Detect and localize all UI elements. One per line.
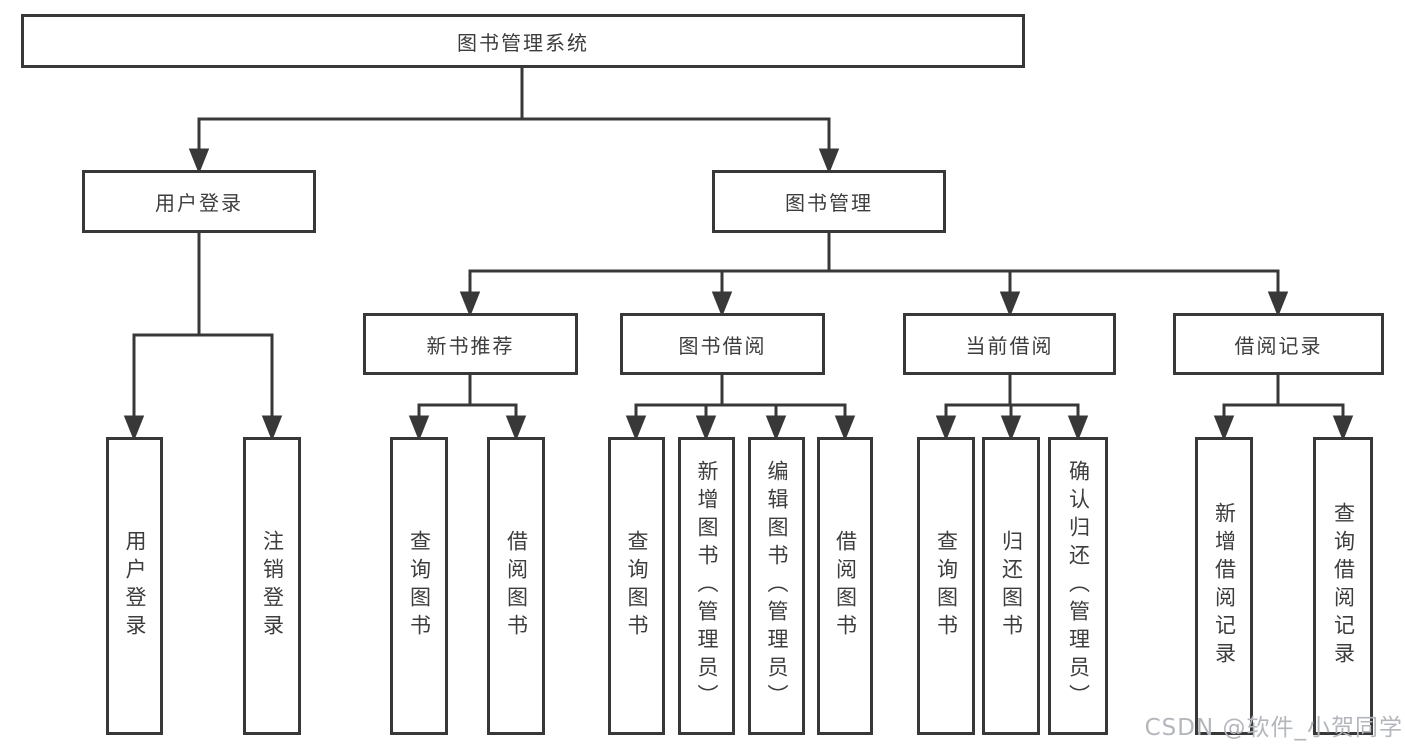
node-label: 图书管理 — [785, 191, 873, 215]
leaf-query-borrow-record: 查询借阅记录 — [1313, 437, 1373, 735]
leaf-add-book-admin: 新增图书（管理员） — [678, 437, 735, 735]
node-label: 图书借阅 — [678, 333, 767, 358]
leaf-confirm-return-admin: 确认归还（管理员） — [1048, 437, 1108, 735]
leaf-borrow-books: 借阅图书 — [817, 437, 873, 735]
node-label: 借阅记录 — [1234, 333, 1323, 358]
node-label: 查询图书 — [407, 530, 432, 642]
node-label: 注销登录 — [260, 530, 285, 642]
leaf-edit-book-admin: 编辑图书（管理员） — [748, 437, 805, 735]
leaf-query-books: 查询图书 — [917, 437, 975, 735]
leaf-return-books: 归还图书 — [982, 437, 1040, 735]
node-label: 确认归还（管理员） — [1066, 460, 1091, 712]
leaf-logout: 注销登录 — [243, 437, 301, 735]
node-borrowing-records: 借阅记录 — [1173, 313, 1384, 375]
node-label: 当前借阅 — [965, 333, 1054, 358]
node-label: 新增借阅记录 — [1212, 502, 1237, 670]
node-label: 查询图书 — [625, 530, 649, 642]
node-label: 新增图书（管理员） — [695, 460, 719, 712]
node-new-book-recommendation: 新书推荐 — [363, 313, 578, 375]
node-book-borrowing: 图书借阅 — [620, 313, 825, 375]
node-label: 新书推荐 — [426, 333, 515, 358]
csdn-watermark: CSDN @软件_小贺同学 — [1144, 715, 1403, 741]
node-label: 借阅图书 — [504, 530, 529, 642]
node-label: 查询借阅记录 — [1331, 502, 1356, 670]
leaf-add-borrow-record: 新增借阅记录 — [1195, 437, 1253, 735]
node-label: 用户登录 — [155, 191, 243, 215]
node-user-login: 用户登录 — [82, 170, 316, 233]
node-book-management: 图书管理 — [712, 170, 946, 233]
leaf-query-books: 查询图书 — [390, 437, 448, 735]
node-current-borrowing: 当前借阅 — [903, 313, 1116, 375]
node-label: 编辑图书（管理员） — [765, 460, 789, 712]
leaf-query-books: 查询图书 — [608, 437, 665, 735]
leaf-user-login: 用户登录 — [106, 437, 163, 735]
node-label: 查询图书 — [934, 530, 959, 642]
root-node-book-management-system: 图书管理系统 — [21, 14, 1025, 68]
node-label: 图书管理系统 — [457, 30, 589, 55]
node-label: 归还图书 — [999, 530, 1024, 642]
node-label: 用户登录 — [123, 530, 147, 642]
leaf-borrow-books: 借阅图书 — [487, 437, 545, 735]
node-label: 借阅图书 — [833, 530, 858, 642]
